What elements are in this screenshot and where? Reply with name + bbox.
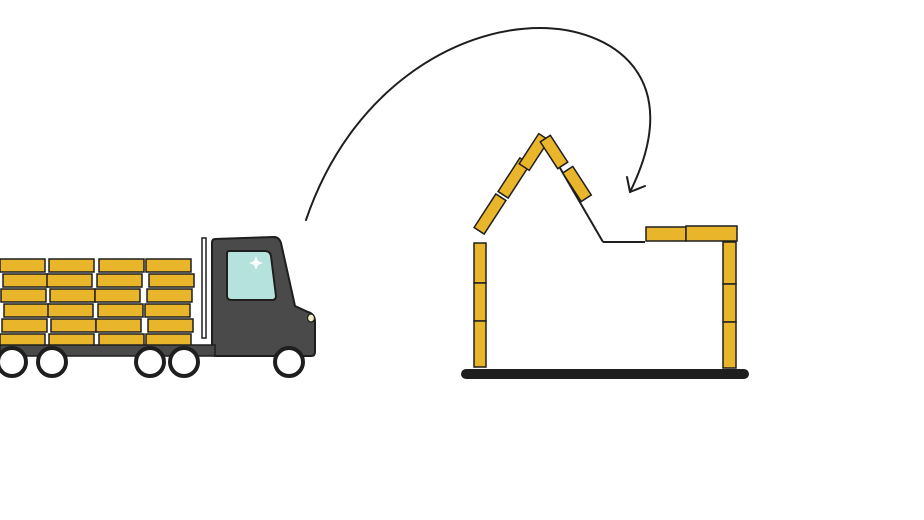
brick [50,318,97,333]
brick [148,273,195,288]
wheel [134,346,166,378]
brick [561,165,593,203]
brick [473,320,487,368]
brick [3,303,50,318]
brick [96,273,143,288]
ground-line [461,369,749,379]
house-under-construction-icon [461,132,749,379]
brick [473,282,487,322]
brick [0,258,46,273]
brick [1,318,48,333]
brick [722,283,737,323]
brick [48,258,95,273]
truck-chassis [0,344,216,357]
brick [2,273,49,288]
brick [147,318,194,333]
wheel [168,346,200,378]
brick [46,273,93,288]
brick [94,288,141,303]
truck-wheels [0,346,305,378]
brick-cargo [0,258,195,348]
window-glare [249,256,263,270]
cab-window [226,250,278,301]
house-bricks [473,132,738,369]
brick [97,303,144,318]
brick [98,258,145,273]
brick [473,192,507,236]
wheel [0,346,28,378]
delivery-truck-icon [0,235,316,378]
brick [144,303,191,318]
cargo-post [201,237,207,339]
brick [685,225,738,242]
headlight [306,313,316,323]
arrow-head [626,176,646,193]
brick [95,318,142,333]
brick [473,242,487,284]
brick [145,258,192,273]
wheel [36,346,68,378]
brick [0,288,47,303]
brick [49,288,96,303]
wheel [273,346,305,378]
curved-arrow-icon [305,26,652,221]
brick [146,288,193,303]
brick [722,321,737,369]
brick [539,134,569,170]
brick [47,303,94,318]
brick [722,241,737,285]
brick [645,226,687,242]
